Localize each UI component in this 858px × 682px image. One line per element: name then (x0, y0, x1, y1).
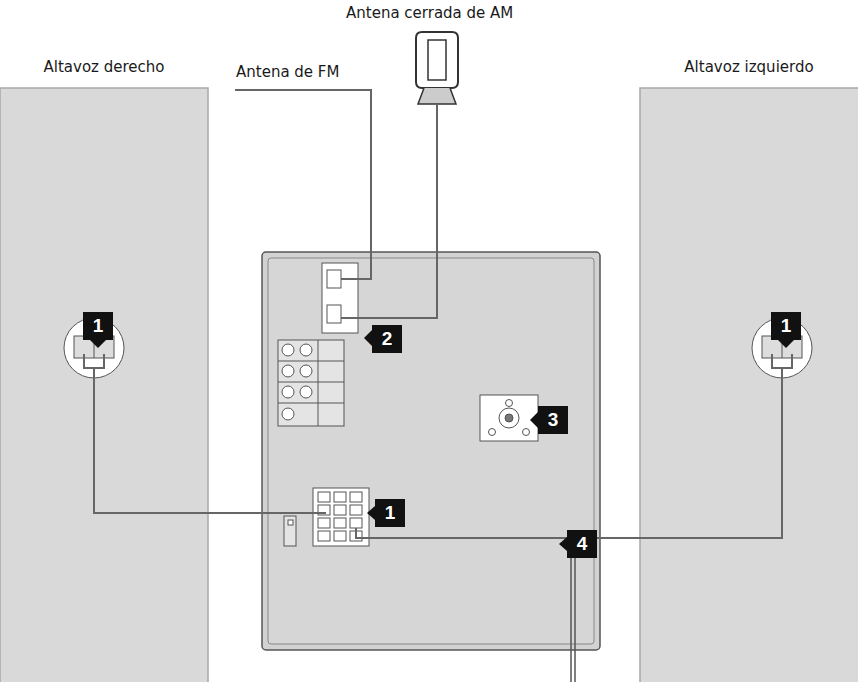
rca-jack (300, 386, 312, 398)
left-speaker-panel (640, 88, 858, 682)
main-unit-inner (268, 258, 594, 644)
terminal-clip (334, 531, 346, 541)
callout-number: 4 (567, 530, 597, 558)
rca-jacks (278, 340, 344, 426)
antenna-label: Antena cerrada de AM (346, 4, 513, 22)
terminal-clip (318, 531, 330, 541)
speaker-wire (84, 354, 792, 538)
speaker-terminal (64, 318, 812, 378)
main-unit (262, 252, 600, 650)
antenna-wire (235, 90, 437, 318)
terminal-clip (334, 492, 346, 502)
callout-number: 3 (538, 406, 568, 434)
rca-jack (282, 386, 294, 398)
am-loop-antenna (416, 32, 458, 104)
rca-jack-circles (282, 344, 312, 420)
rca-jack (282, 408, 294, 420)
terminal-clip (334, 518, 346, 528)
antenna-terminal (322, 263, 358, 333)
callout-number: 1 (83, 312, 113, 340)
speaker-label: Altavoz izquierdo (640, 58, 858, 76)
rca-jack (282, 344, 294, 356)
rca-jack (300, 365, 312, 377)
callout-pointer (90, 330, 794, 551)
terminal-clip (318, 518, 330, 528)
voltage-selector (480, 395, 538, 441)
speaker-label: Altavoz derecho (0, 58, 208, 76)
terminal-clip (350, 518, 362, 528)
speaker: Altavoz derecho (0, 58, 208, 682)
terminal-clip (318, 492, 330, 502)
speaker: Altavoz izquierdo (640, 58, 858, 682)
antenna-label: Antena de FM (236, 63, 339, 81)
callout-number: 1 (771, 312, 801, 340)
callout-number: 1 (375, 499, 405, 527)
callout-number: 2 (372, 325, 402, 353)
terminal-clip (350, 505, 362, 515)
rca-jack (282, 365, 294, 377)
terminal-clip (350, 492, 362, 502)
right-speaker-panel (0, 88, 208, 682)
rca-jack (300, 344, 312, 356)
terminal-clip (334, 505, 346, 515)
